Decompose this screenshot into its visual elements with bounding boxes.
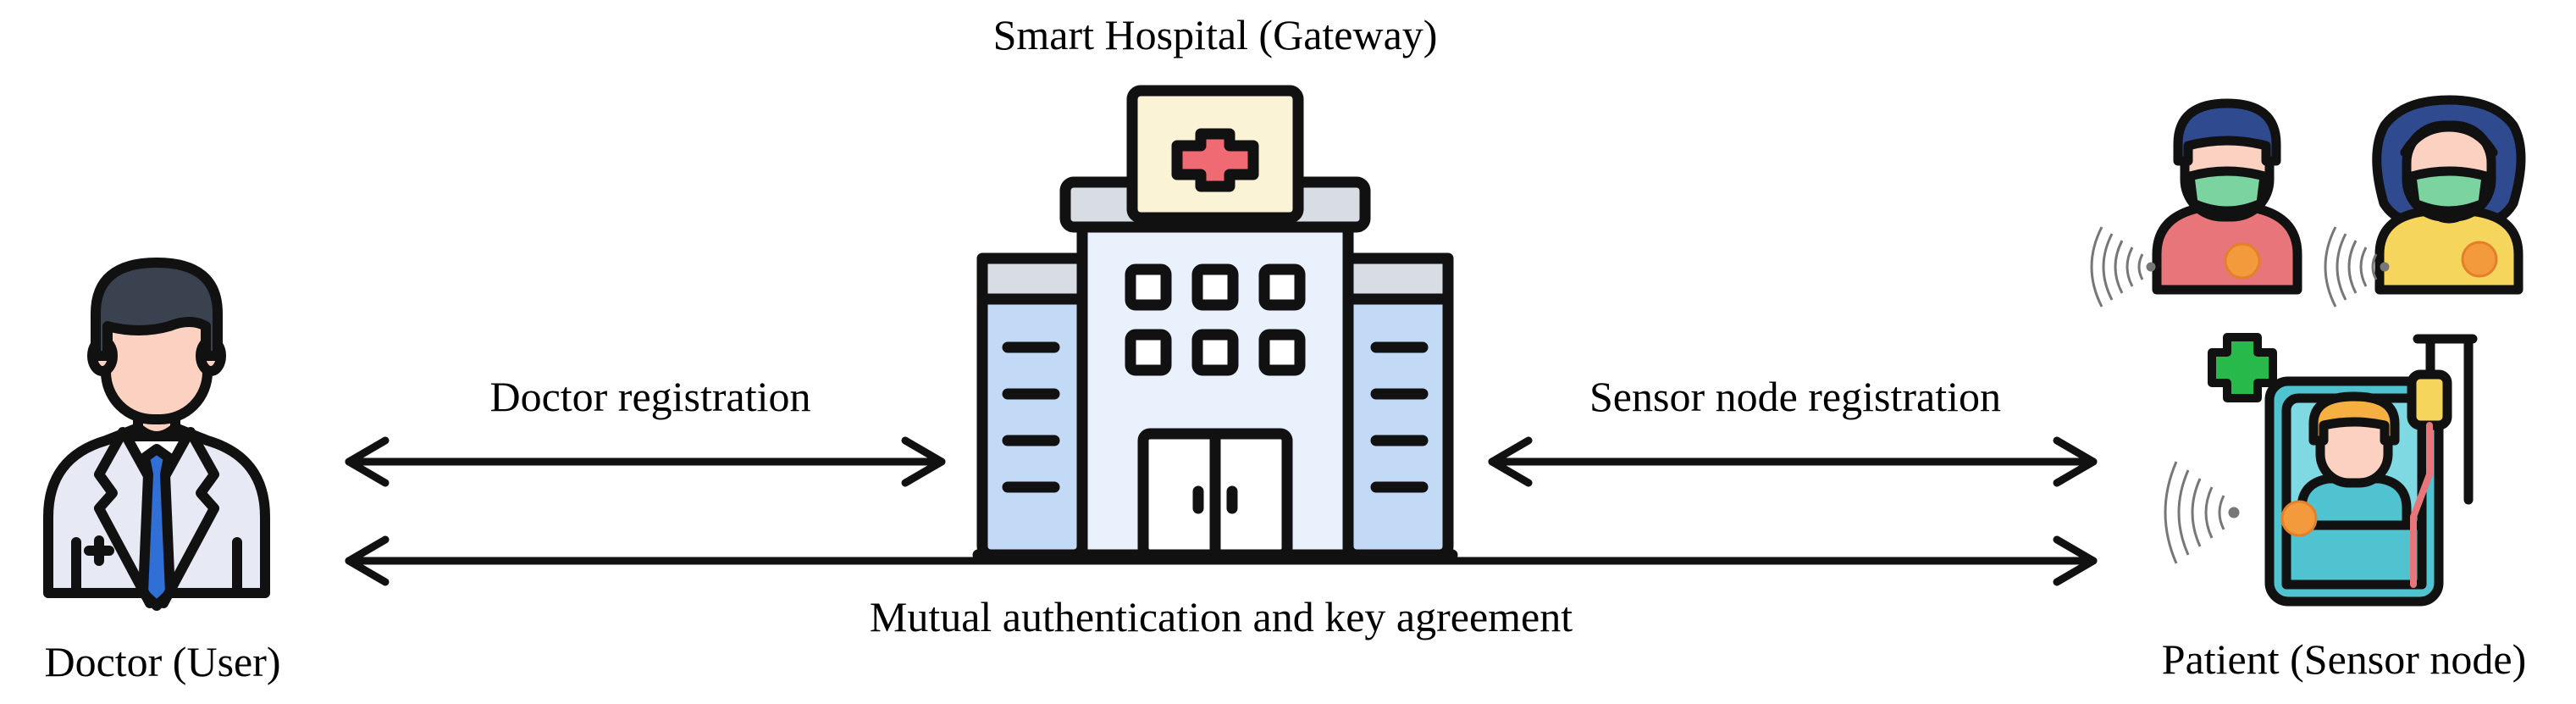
wireless-signal-icon	[2090, 226, 2156, 308]
hospital-building-icon	[972, 85, 1458, 561]
hospital-label: Smart Hospital (Gateway)	[993, 11, 1438, 58]
mutual-auth-label: Mutual authentication and key agreement	[870, 593, 1573, 640]
sensor-registration-label: Sensor node registration	[1589, 373, 2001, 420]
doctor-label: Doctor (User)	[44, 638, 280, 685]
wireless-signal-icon	[2324, 226, 2390, 308]
patient-label: Patient (Sensor node)	[2162, 635, 2526, 683]
doctor-registration-label: Doctor registration	[489, 373, 810, 420]
patient-male-masked-icon	[2152, 98, 2302, 295]
arrow-sensor-registration	[1488, 436, 2098, 487]
doctor-icon	[43, 258, 270, 611]
medical-cross-icon	[1171, 128, 1259, 192]
wireless-signal-icon	[2164, 461, 2240, 564]
arrow-mutual-authentication	[345, 535, 2098, 586]
patient-bed-icon	[2264, 334, 2478, 607]
medical-cross-icon	[2208, 333, 2277, 402]
arrow-doctor-registration	[345, 436, 946, 487]
patient-female-masked-icon	[2372, 95, 2526, 295]
